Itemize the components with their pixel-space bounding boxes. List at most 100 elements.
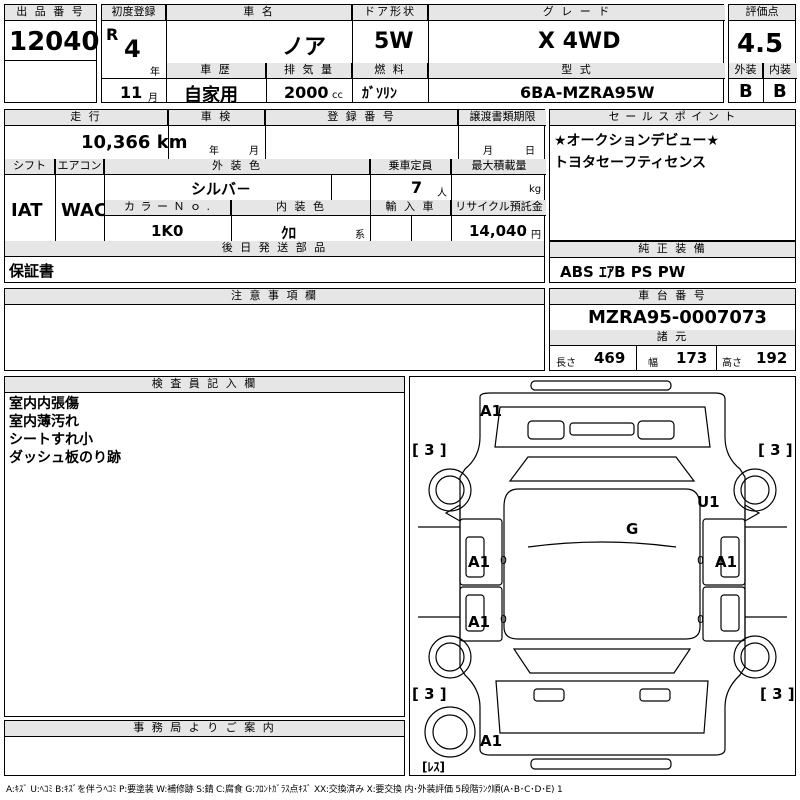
diagram-tire-rear-left <box>428 635 472 679</box>
zero-mark: 0 <box>500 613 507 626</box>
recycle-unit: 円 <box>531 230 541 241</box>
lot-label: 出 品 番 号 <box>5 5 96 21</box>
first-reg-month-unit: 月 <box>148 93 158 104</box>
fuel-label: 燃 料 <box>353 63 428 79</box>
equipment-box: 純 正 装 備 ABS ｴｱB PS PW <box>549 241 796 283</box>
diagram-rear-window <box>512 648 692 674</box>
legend-text: A:ｷｽﾞ U:ﾍｺﾐ B:ｷｽﾞを伴うﾍｺﾐ P:要塗装 W:補修跡 S:錆 … <box>6 785 563 795</box>
mark-roof: G <box>626 520 638 538</box>
displacement-label: 排 気 量 <box>267 63 352 79</box>
diagram-front-bumper <box>530 380 672 391</box>
mark-right-front-door: A1 <box>715 553 737 571</box>
width-value: 173 <box>676 349 708 367</box>
aircon-value: WAC <box>61 200 108 221</box>
inspection-year-unit: 年 <box>209 146 219 157</box>
mark-right-front: U1 <box>697 493 720 511</box>
height-value: 192 <box>756 349 788 367</box>
score-int-value: B <box>773 81 787 102</box>
transfer-month-unit: 月 <box>483 146 493 157</box>
later-parts-value: 保証書 <box>9 262 55 280</box>
diagram-tire-front-right <box>733 468 777 512</box>
first-reg-month: 11 <box>120 83 143 102</box>
width-label: 幅 <box>648 358 658 369</box>
score-label: 評価点 <box>729 5 795 21</box>
score-ext-value: B <box>739 81 753 102</box>
car-name-value: ノア <box>282 35 327 60</box>
zero-mark: 0 <box>697 613 704 626</box>
tire-mark-front-left: [ 3 ] <box>412 441 447 459</box>
color-no-value: 1K0 <box>151 222 184 240</box>
zero-mark: 0 <box>500 554 507 567</box>
vehicle-info-table: 初度登録 R 4 年 11 月 車 名 ノア ドア形状 5W グ レ ー ド X… <box>101 4 725 106</box>
inspector-note: 室内内張傷 <box>9 396 79 412</box>
sales-point-line-1: ★オークションデビュー★ <box>554 133 720 149</box>
height-label: 高さ <box>722 358 742 369</box>
inspector-notes: 室内内張傷 室内薄汚れ シートすれ小 ダッシュ板のり跡 <box>9 395 121 467</box>
office-label: 事 務 局 よ り ご 案 内 <box>5 721 404 737</box>
tire-mark-rear-left: [ 3 ] <box>412 685 447 703</box>
shift-value: IAT <box>11 200 43 221</box>
car-diagram-box: A1 U1 G A1 A1 A1 A1 [ 3 ] [ 3 ] [ 3 ] [ … <box>409 376 796 776</box>
ext-color-value: シルバ－ <box>191 180 252 198</box>
inspection-month-unit: 月 <box>249 146 259 157</box>
int-color-label: 内 装 色 <box>232 200 370 216</box>
first-reg-era: R <box>106 25 119 44</box>
tire-mark-front-right: [ 3 ] <box>758 441 793 459</box>
car-diagram: A1 U1 G A1 A1 A1 A1 [ 3 ] [ 3 ] [ 3 ] [ … <box>412 380 795 774</box>
car-name-label: 車 名 <box>167 5 352 21</box>
diagram-spare-tire <box>424 706 476 758</box>
tire-mark-rear-right: [ 3 ] <box>760 685 795 703</box>
score-int-label: 内装 <box>763 63 797 79</box>
zero-mark: 0 <box>697 554 704 567</box>
recycle-value: 14,040 <box>469 222 527 240</box>
mark-left-front-door: A1 <box>468 553 490 571</box>
diagram-body-outline <box>459 392 746 756</box>
mileage-label: 走 行 <box>5 110 168 126</box>
mark-front-bumper: A1 <box>480 402 502 420</box>
chassis-box: 車 台 番 号 MZRA95-0007073 諸 元 長さ 469 幅 173 … <box>549 288 796 371</box>
inspector-label: 検 査 員 記 入 欄 <box>5 377 404 393</box>
transfer-day-unit: 日 <box>525 146 535 157</box>
caution-box: 注 意 事 項 欄 <box>4 288 545 371</box>
inspection-label: 車 検 <box>169 110 265 126</box>
int-color-value: ｸﾛ <box>281 224 297 242</box>
transfer-label: 譲渡書類期限 <box>459 110 546 126</box>
diagram-right-rear-door <box>702 586 746 642</box>
diagram-tire-front-left <box>428 468 472 512</box>
score-value: 4.5 <box>737 29 784 59</box>
import-label: 輸 入 車 <box>371 200 451 216</box>
diagram-roof <box>503 488 701 640</box>
score-ext-label: 外装 <box>729 63 763 79</box>
tire-mark-spare: [ﾚｽ] <box>422 760 445 774</box>
mark-left-rear-door: A1 <box>468 613 490 631</box>
door-label: ドア形状 <box>353 5 428 21</box>
mark-rear-bumper: A1 <box>480 732 502 750</box>
history-label: 車 歴 <box>167 63 266 79</box>
chassis-label: 車 台 番 号 <box>550 289 795 305</box>
diagram-windshield <box>508 456 696 482</box>
later-parts-label: 後 日 発 送 部 品 <box>5 241 544 257</box>
displacement-unit: cc <box>332 90 343 101</box>
capacity-value: 7 <box>411 178 423 197</box>
details-table: 走 行 10,366 km 車 検 年 月 登 録 番 号 譲渡書類期限 月 日… <box>4 109 546 283</box>
capacity-label: 乗車定員 <box>371 159 451 175</box>
diagram-left-rear-door <box>459 586 503 642</box>
sales-point-label: セ ー ル ス ポ イ ン ト <box>550 110 795 126</box>
mileage-value: 10,366 km <box>81 132 188 153</box>
length-value: 469 <box>594 349 626 367</box>
max-load-label: 最大積載量 <box>452 159 546 175</box>
reg-no-label: 登 録 番 号 <box>266 110 458 126</box>
fuel-value: ｶﾞｿﾘﾝ <box>362 86 397 102</box>
caution-label: 注 意 事 項 欄 <box>5 289 544 305</box>
color-no-label: カ ラ ー Ｎ ｏ . <box>105 200 231 216</box>
specs-label: 諸 元 <box>550 330 795 346</box>
lot-number: 12040 <box>9 27 100 57</box>
shift-label: シフト <box>5 159 55 175</box>
first-reg-label: 初度登録 <box>102 5 166 21</box>
sales-point-line-2: トヨタセーフティセンス <box>554 155 707 171</box>
capacity-unit: 人 <box>437 188 447 199</box>
chassis-value: MZRA95-0007073 <box>588 307 767 328</box>
sales-point-box: セ ー ル ス ポ イ ン ト ★オークションデビュー★ トヨタセーフティセンス <box>549 109 796 241</box>
aircon-label: エアコン <box>56 159 104 175</box>
max-load-unit: kg <box>529 184 542 195</box>
